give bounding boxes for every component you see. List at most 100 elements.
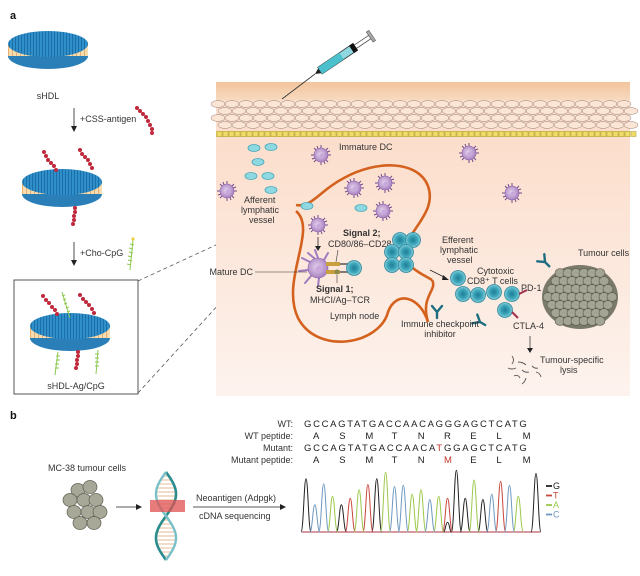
pd1-receptor <box>518 289 528 295</box>
peak-G <box>300 478 312 533</box>
peak-C <box>388 485 400 533</box>
peak-G <box>530 472 542 533</box>
mutant-peptide-residue: M <box>365 455 373 466</box>
mutant-peptide-residue: M <box>444 455 452 466</box>
shdl-ag-cpg-label: sHDL-Ag/CpG <box>47 381 105 391</box>
neoantigen-label: Neoantigen (Adpgk) <box>196 493 276 503</box>
wt-row-label: WT: <box>278 419 294 429</box>
dna-helix-icon <box>154 471 178 561</box>
legend-item: T <box>546 491 559 501</box>
peak-C <box>503 484 515 533</box>
mc38-tumour-cells-icon <box>62 480 108 530</box>
lysis-arrow <box>527 336 533 353</box>
step-arrow <box>71 242 77 266</box>
afferent-label-2: lymphatic <box>241 205 280 215</box>
mutant-seq-prefix: GCCAGTATGACCAACA <box>304 443 436 454</box>
step-arrow <box>71 108 77 132</box>
immature-dc-label: Immature DC <box>339 142 393 152</box>
css-antigen-label: +CSS-antigen <box>80 114 136 124</box>
peak-C <box>486 493 498 533</box>
peak-A <box>380 471 392 533</box>
mature-dc-label: Mature DC <box>209 267 253 277</box>
neoantigen-highlight <box>150 500 185 512</box>
efferent-vessel <box>424 279 435 323</box>
naive-t-cell <box>346 260 362 276</box>
legend-item: A <box>546 500 559 510</box>
cytotoxic-label-1: Cytotoxic <box>477 266 515 276</box>
legend-label: A <box>553 500 559 510</box>
wt-peptide-residue: S <box>339 431 346 442</box>
peak-A <box>353 489 365 533</box>
skin-cell-layer <box>210 100 639 130</box>
legend-label: C <box>553 510 560 520</box>
shdl-nanodisc <box>7 30 89 70</box>
legend-label: G <box>553 481 560 491</box>
cytotoxic-label-2: CD8⁺ T cells <box>467 276 518 286</box>
lysis-label-2: lysis <box>560 365 578 375</box>
mutant-row-label: Mutant: <box>263 443 293 453</box>
syringe-icon <box>281 30 376 100</box>
peak-A <box>512 495 524 533</box>
checkpoint-label-2: inhibitor <box>424 329 456 339</box>
peak-G <box>335 504 347 533</box>
peak-A <box>406 493 418 533</box>
peak-T <box>362 484 374 533</box>
shdl-antigen-nanodisc <box>21 148 103 226</box>
tumour-cells-label: Tumour cells <box>578 248 630 258</box>
mutant-peptide-residue: E <box>470 455 477 466</box>
peak-C <box>424 498 436 533</box>
peak-T <box>495 480 507 533</box>
mature-dendritic-cell <box>298 249 329 287</box>
mutant-peptide-row-label: Mutant peptide: <box>231 455 293 465</box>
wt-peptide-residue: M <box>365 431 373 442</box>
wt-peptide-residue: N <box>418 431 425 442</box>
wt-peptide-residue: T <box>392 431 398 442</box>
checkpoint-label-1: Immune checkpoint <box>401 319 480 329</box>
sequencing-arrow <box>193 504 286 510</box>
peak-G <box>450 469 462 533</box>
minor-peak <box>443 521 452 533</box>
peak-T <box>442 497 454 533</box>
afferent-label-1: Afferent <box>244 195 276 205</box>
shdl-ag-cpg-nanodisc <box>29 291 111 376</box>
mutant-peptide-residue: L <box>496 455 501 466</box>
wt-peptide-residue: A <box>313 431 320 442</box>
lymph-node-label: Lymph node <box>330 311 379 321</box>
lysis-debris <box>507 355 542 385</box>
efferent-label-3: vessel <box>447 255 473 265</box>
wt-peptide-residue: R <box>444 431 451 442</box>
peak-G <box>459 497 471 533</box>
wt-peptide-residue: M <box>523 431 531 442</box>
process-arrow <box>116 504 142 510</box>
panel-b-label: b <box>10 410 17 422</box>
mutant-base: T <box>436 443 442 454</box>
efferent-label-2: lymphatic <box>440 245 479 255</box>
afferent-label-3: vessel <box>249 215 275 225</box>
cdna-sequencing-label: cDNA sequencing <box>199 511 271 521</box>
peak-C <box>397 484 409 533</box>
legend-item: C <box>546 510 560 520</box>
wt-sequence: GCCAGTATGACCAACAGGGAGCTCATG <box>304 419 527 430</box>
wt-peptide-residue: E <box>470 431 477 442</box>
legend-label: T <box>553 491 559 501</box>
wt-peptide-residue: L <box>496 431 501 442</box>
shdl-label: sHDL <box>37 91 60 101</box>
peak-G <box>371 478 383 533</box>
ctla4-receptor <box>511 311 519 319</box>
mutant-peptide-residue: T <box>392 455 398 466</box>
mutant-peptide-residue: M <box>523 455 531 466</box>
signal2-detail: CD80/86–CD28 <box>328 239 392 249</box>
pd1-label: PD-1 <box>521 283 542 293</box>
mutant-peptide-residue: A <box>313 455 320 466</box>
peak-T <box>344 497 356 533</box>
lysis-label-1: Tumour-specific <box>540 355 604 365</box>
peak-A <box>327 495 339 533</box>
wt-peptide-row-label: WT peptide: <box>245 431 293 441</box>
skin-surface <box>216 82 630 102</box>
mc38-label: MC-38 tumour cells <box>48 463 127 473</box>
